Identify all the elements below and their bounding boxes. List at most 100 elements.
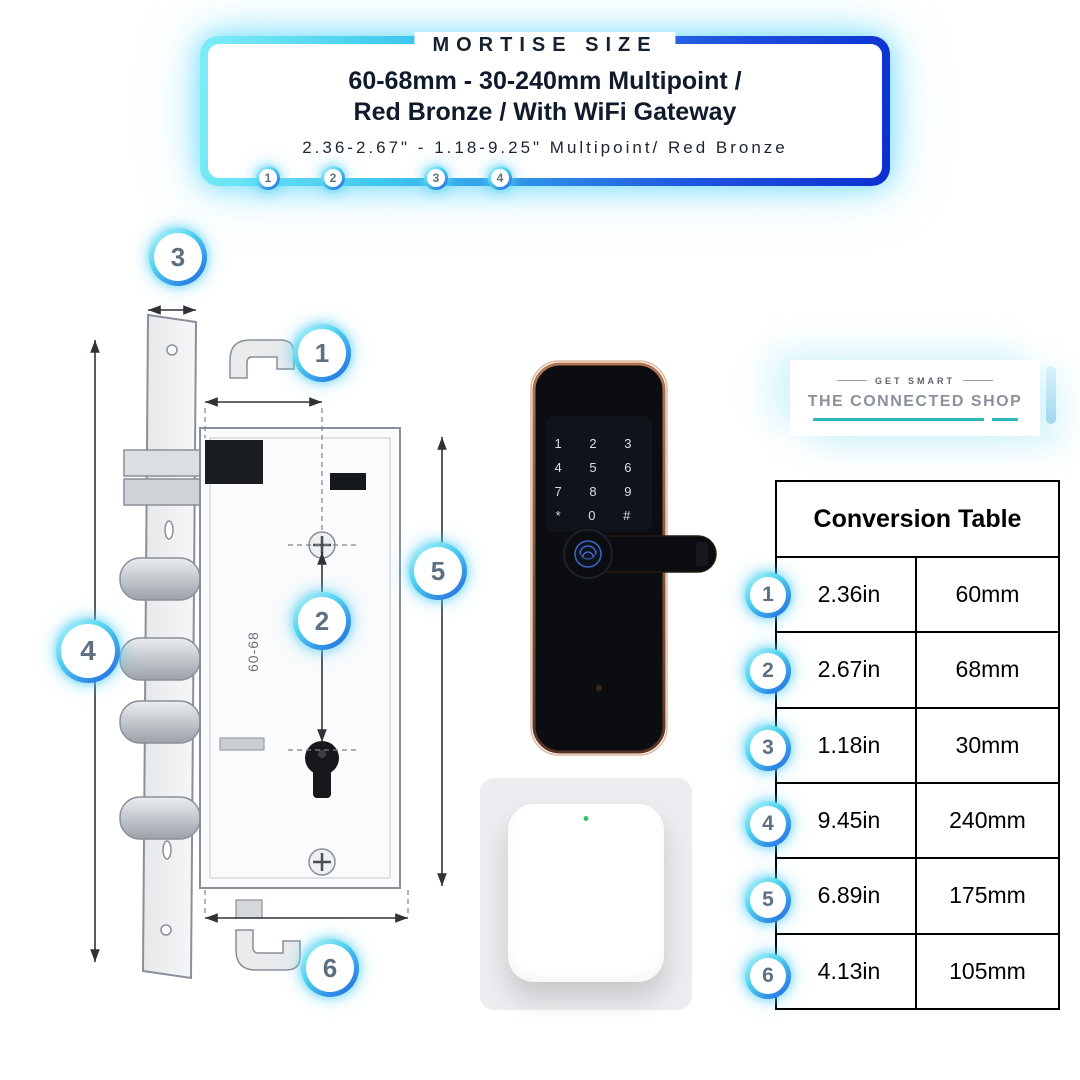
keypad-panel [546,416,652,532]
logo-line-right [963,380,993,381]
callout-5: 5 [409,542,467,600]
logo-name: THE CONNECTED SHOP [807,392,1023,410]
table-badge-4: 4 [745,801,791,847]
callout-2: 2 [293,592,351,650]
keypad-row-1: 1 2 3 [555,436,644,451]
table-badge-6: 6 [745,953,791,999]
callout-1-label: 1 [298,329,346,377]
keypad-row-2: 4 5 6 [555,460,644,475]
header-title-line1: 60-68mm - 30-240mm Multipoint / [348,67,742,95]
lock-sensor-block [205,440,263,484]
fingerprint-sensor [574,540,602,568]
table-badge-3: 3 [745,725,791,771]
keypad-row-3: 7 8 9 [555,484,644,499]
callout-6-label: 6 [306,944,354,992]
table-badge-1: 1 [745,572,791,618]
lock-bottom-detail [596,685,602,691]
header-badge-3: 3 [424,166,448,190]
cylinder-keyhole [305,741,339,798]
table-row: 9.45in 240mm [777,783,1058,860]
logo-line-left [837,380,867,381]
table-cell-mm: 60mm [955,581,1020,608]
header-badge-2: 2 [321,166,345,190]
handle-end-notch [696,542,708,566]
logo-tagline-row: GET SMART [837,376,993,386]
callout-3: 3 [149,228,207,286]
conversion-table: Conversion Table 2.36in 60mm 2.67in 68mm… [775,480,1060,1010]
deadbolt-2 [119,637,201,681]
logo-underline-seg1 [812,417,984,421]
table-cell-inches: 9.45in [777,783,917,858]
table-badge-3-label: 3 [750,730,786,766]
deadbolt-3 [119,700,201,744]
header-badge-3-label: 3 [427,169,445,187]
lock-body-inner-line [209,437,391,879]
brand-logo: GET SMART THE CONNECTED SHOP [790,360,1056,436]
faceplate-screw-bottom [160,924,172,936]
table-row: 6.89in 175mm [777,859,1058,935]
callout-2-label: 2 [298,597,346,645]
dimension-extension-lines [204,408,409,914]
wifi-gateway-photo [480,778,692,1010]
deadbolt-1 [119,557,201,601]
logo-underline-seg2 [991,417,1018,421]
wifi-gateway-device [508,804,664,982]
gateway-led [583,816,589,821]
lock-slot [330,473,366,490]
deadbolt-4 [119,796,201,840]
table-badge-4-label: 4 [750,806,786,842]
lock-body-label: 60-68 [245,631,261,672]
header-subtitle: 2.36-2.67" - 1.18-9.25" Multipoint/ Red … [302,137,788,157]
table-cell-mm: 30mm [955,731,1020,758]
bolt-slider [235,899,263,919]
table-row: 4.13in 105mm [777,934,1058,1008]
callout-3-label: 3 [154,233,202,281]
table-row: 1.18in 30mm [777,708,1058,784]
header-eyebrow: MORTISE SIZE [414,32,676,58]
screw-bottom [308,848,336,876]
header-glow-frame: 60-68mm - 30-240mm Multipoint / Red Bron… [200,32,890,186]
mortise-lock-diagram: 60-68 [90,305,447,980]
table-badge-6-label: 6 [750,958,786,994]
table-cell-inches: 1.18in [777,708,917,782]
header-badge-1: 1 [256,166,280,190]
callout-1: 1 [293,324,351,382]
header-badge-2-label: 2 [324,169,342,187]
table-badge-1-label: 1 [750,577,786,613]
lock-body [199,427,401,889]
latch-bolt-2 [123,478,203,506]
table-badge-5: 5 [745,877,791,923]
callout-4: 4 [56,619,120,683]
table-badge-2-label: 2 [750,653,786,689]
table-row: 2.67in 68mm [777,633,1058,709]
header-title: 60-68mm - 30-240mm Multipoint / Red Bron… [208,66,882,129]
table-badge-5-label: 5 [750,882,786,918]
table-cell-mm: 175mm [949,882,1026,909]
table-cell-mm: 105mm [949,957,1026,984]
conversion-table-title: Conversion Table [777,482,1058,558]
faceplate-screw-top [166,344,178,356]
table-cell-inches: 4.13in [777,934,917,1008]
header-badge-4: 4 [488,166,512,190]
table-cell-mm: 68mm [955,656,1020,683]
header-badge-1-label: 1 [259,169,277,187]
callout-6: 6 [301,939,359,997]
logo-underline [812,417,1018,421]
header-panel: 60-68mm - 30-240mm Multipoint / Red Bron… [208,44,882,178]
table-cell-inches: 6.89in [777,859,917,933]
logo-accent-bar [1046,366,1056,424]
faceplate-slot-hole-2 [162,840,172,860]
table-cell-inches: 2.36in [777,558,917,632]
logo-tagline: GET SMART [875,375,955,386]
callout-4-label: 4 [61,624,115,678]
header-title-line2: Red Bronze / With WiFi Gateway [353,98,737,127]
table-cell-mm: 240mm [949,807,1026,834]
table-badge-2: 2 [745,648,791,694]
header-badge-4-label: 4 [491,169,509,187]
callout-5-label: 5 [414,547,462,595]
faceplate-slot-hole [164,520,174,540]
table-cell-inches: 2.67in [777,633,917,707]
body-detail-bar [219,737,265,751]
hook-bolt-top [229,339,295,379]
